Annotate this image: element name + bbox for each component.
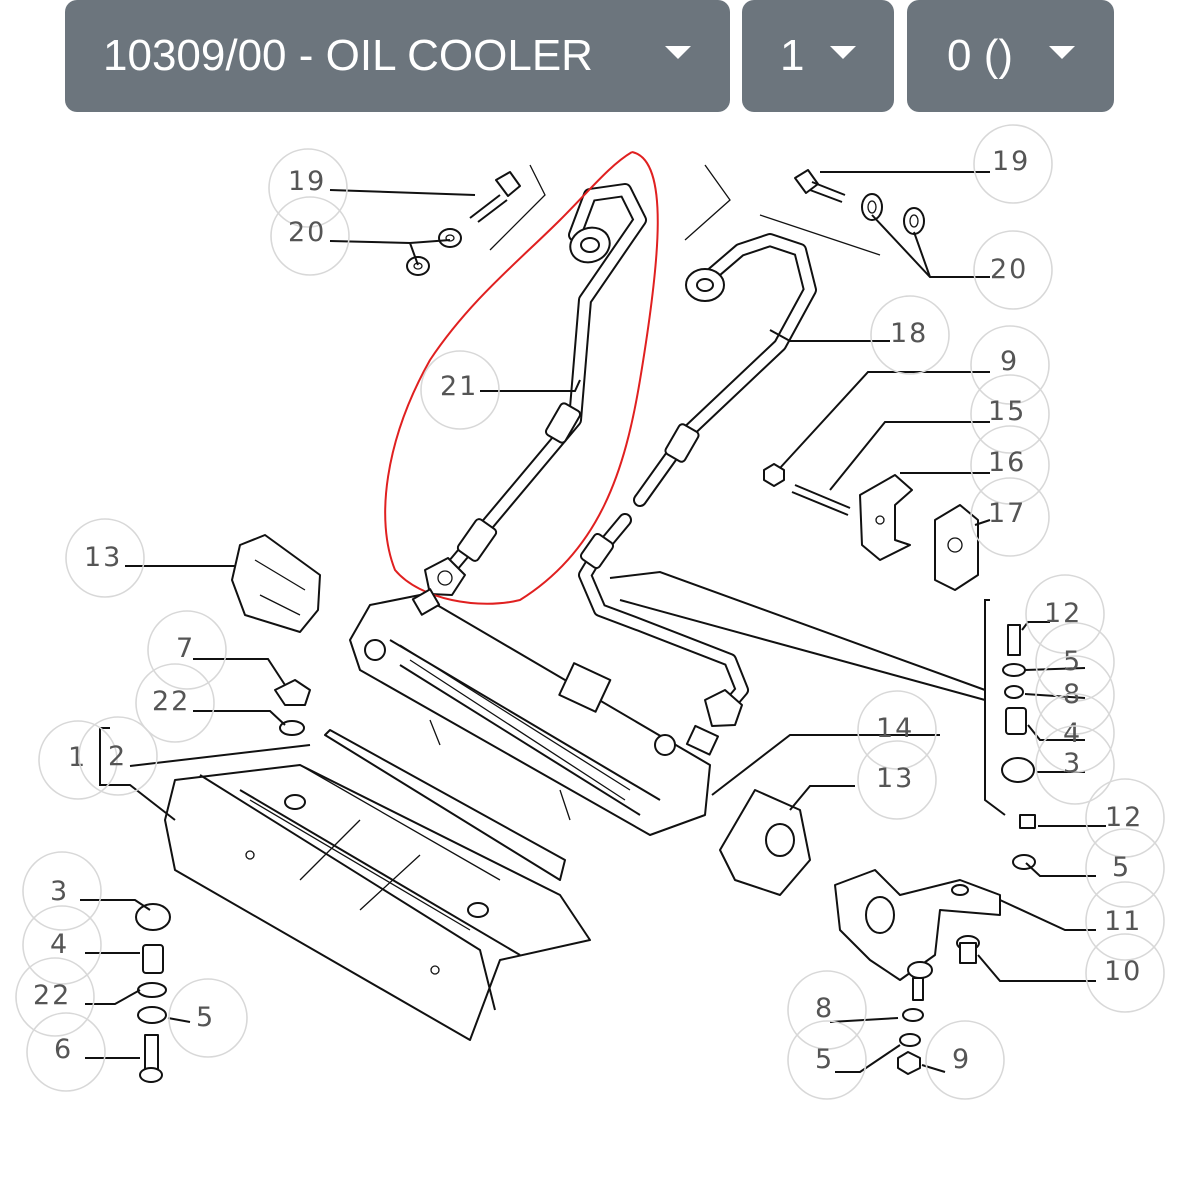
callout-label: 12 [1044, 598, 1082, 629]
hardware-drawing [135, 169, 1036, 1083]
callout-label: 22 [152, 686, 190, 717]
callout-label: 5 [1112, 852, 1131, 883]
clamp-17-drawing [934, 504, 979, 591]
callout-label: 21 [440, 371, 478, 402]
caret-down-icon [1049, 46, 1075, 59]
callout-21[interactable]: 21 [420, 350, 500, 430]
callout-label: 2 [108, 741, 127, 772]
callout-22[interactable]: 22 [135, 663, 215, 743]
callout-5[interactable]: 5 [787, 1020, 867, 1100]
callout-label: 13 [876, 763, 914, 794]
callout-label: 6 [54, 1034, 73, 1065]
callout-label: 5 [196, 1002, 215, 1033]
callout-2[interactable]: 2 [78, 716, 158, 796]
callout-3[interactable]: 3 [1035, 725, 1115, 805]
bracket-11-drawing [834, 869, 1001, 981]
callout-5[interactable]: 5 [1085, 828, 1165, 908]
callout-22[interactable]: 22 [15, 957, 95, 1037]
bracket-16-drawing [859, 474, 913, 561]
callout-19[interactable]: 19 [973, 124, 1053, 204]
callout-label: 22 [33, 980, 71, 1011]
oil-pipe-21-drawing [424, 183, 647, 596]
callout-label: 4 [50, 929, 69, 960]
callout-label: 18 [890, 318, 928, 349]
callout-5[interactable]: 5 [1035, 622, 1115, 702]
rubber-mount-13-drawing [231, 534, 811, 896]
callout-label: 13 [84, 542, 122, 573]
oil-pipe-18-drawing [578, 233, 817, 727]
callout-15[interactable]: 15 [970, 374, 1050, 454]
callout-label: 5 [815, 1044, 834, 1075]
option-label: 0 () [947, 31, 1013, 80]
callout-5[interactable]: 5 [168, 978, 248, 1058]
callout-7[interactable]: 7 [147, 610, 227, 690]
callout-label: 15 [988, 396, 1026, 427]
callout-10[interactable]: 10 [1085, 933, 1165, 1013]
callout-11[interactable]: 11 [1085, 881, 1165, 961]
callout-17[interactable]: 17 [970, 477, 1050, 557]
callout-label: 17 [988, 498, 1026, 529]
highlight-outline [384, 151, 659, 605]
callout-label: 19 [288, 166, 326, 197]
callout-9[interactable]: 9 [925, 1020, 1005, 1100]
callout-3[interactable]: 3 [22, 851, 102, 931]
callout-label: 9 [952, 1044, 971, 1075]
callout-9[interactable]: 9 [970, 325, 1050, 405]
callout-13[interactable]: 13 [65, 518, 145, 598]
callout-label: 14 [876, 713, 914, 744]
callout-6[interactable]: 6 [26, 1012, 106, 1092]
callout-18[interactable]: 18 [870, 295, 950, 375]
callout-label: 3 [50, 876, 69, 907]
callout-16[interactable]: 16 [970, 425, 1050, 505]
caret-down-icon [665, 46, 691, 59]
leader-lines [80, 171, 1106, 1073]
variant-dropdown[interactable]: 1 [742, 0, 894, 112]
part-group-label: 10309/00 - OIL COOLER [103, 31, 593, 80]
callout-label: 7 [176, 633, 195, 664]
callout-label: 20 [990, 254, 1028, 285]
callout-label: 3 [1063, 748, 1082, 779]
callout-label: 4 [1063, 718, 1082, 749]
option-dropdown[interactable]: 0 () [907, 0, 1114, 112]
callout-label: 10 [1104, 956, 1142, 987]
callout-8[interactable]: 8 [787, 970, 867, 1050]
caret-down-icon [830, 46, 856, 59]
callout-label: 16 [988, 447, 1026, 478]
part-group-dropdown[interactable]: 10309/00 - OIL COOLER [65, 0, 730, 112]
callout-label: 1 [68, 742, 87, 773]
callout-label: 19 [992, 146, 1030, 177]
callout-label: 20 [288, 217, 326, 248]
callout-label: 11 [1104, 906, 1142, 937]
callout-12[interactable]: 12 [1025, 574, 1105, 654]
callout-13[interactable]: 13 [857, 740, 937, 820]
callout-19[interactable]: 19 [268, 148, 348, 228]
callout-12[interactable]: 12 [1085, 778, 1165, 858]
exploded-parts-diagram: 19 20 21 19 20 18 9 15 16 17 13 7 22 1 2… [15, 124, 1165, 1100]
callout-1[interactable]: 1 [38, 720, 118, 800]
cooler-base-1-drawing [164, 729, 591, 1041]
callout-label: 12 [1105, 802, 1143, 833]
callout-20[interactable]: 20 [973, 230, 1053, 310]
callout-20[interactable]: 20 [270, 196, 350, 276]
callout-label: 9 [1000, 346, 1019, 377]
variant-label: 1 [780, 31, 805, 80]
callout-label: 8 [815, 993, 834, 1024]
callout-4[interactable]: 4 [22, 905, 102, 985]
callout-14[interactable]: 14 [857, 690, 937, 770]
oil-cooler-14-drawing [349, 588, 720, 836]
callout-label: 5 [1063, 646, 1082, 677]
